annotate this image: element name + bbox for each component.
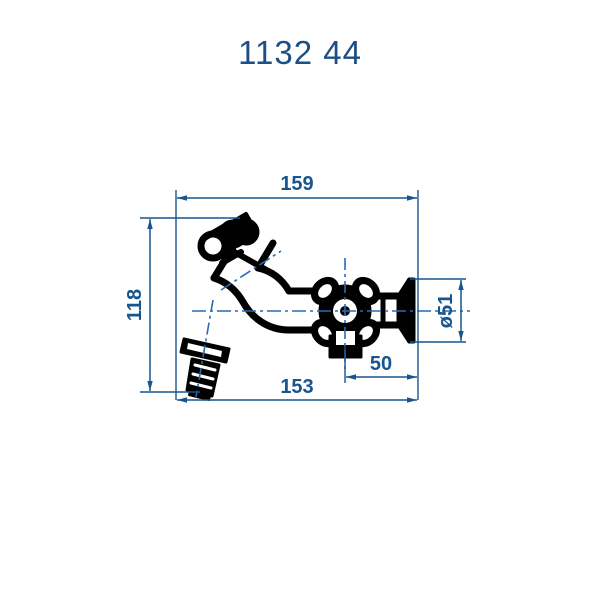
dimension-118: 118 bbox=[124, 219, 153, 391]
dimension-50: 50 bbox=[346, 353, 417, 380]
page-title: 1132 44 bbox=[238, 34, 362, 71]
spout-neck bbox=[210, 264, 293, 334]
dimension-label-159: 159 bbox=[280, 173, 313, 195]
top-inlet-fitting bbox=[197, 212, 260, 266]
extension-lines bbox=[140, 190, 466, 400]
dimension-dia51: ø51 bbox=[435, 280, 464, 341]
dimension-159: 159 bbox=[177, 173, 417, 201]
dimension-label-dia51: ø51 bbox=[435, 294, 457, 328]
centerline-inlet-axis bbox=[220, 250, 282, 291]
dimension-annotations: 159 118 ø51 50 153 bbox=[124, 173, 466, 403]
centerline-nozzle-axis bbox=[195, 299, 214, 398]
dimension-label-153: 153 bbox=[280, 376, 313, 398]
dimension-label-50: 50 bbox=[370, 353, 392, 375]
dimension-label-118: 118 bbox=[124, 289, 146, 321]
dimension-153: 153 bbox=[177, 376, 417, 403]
